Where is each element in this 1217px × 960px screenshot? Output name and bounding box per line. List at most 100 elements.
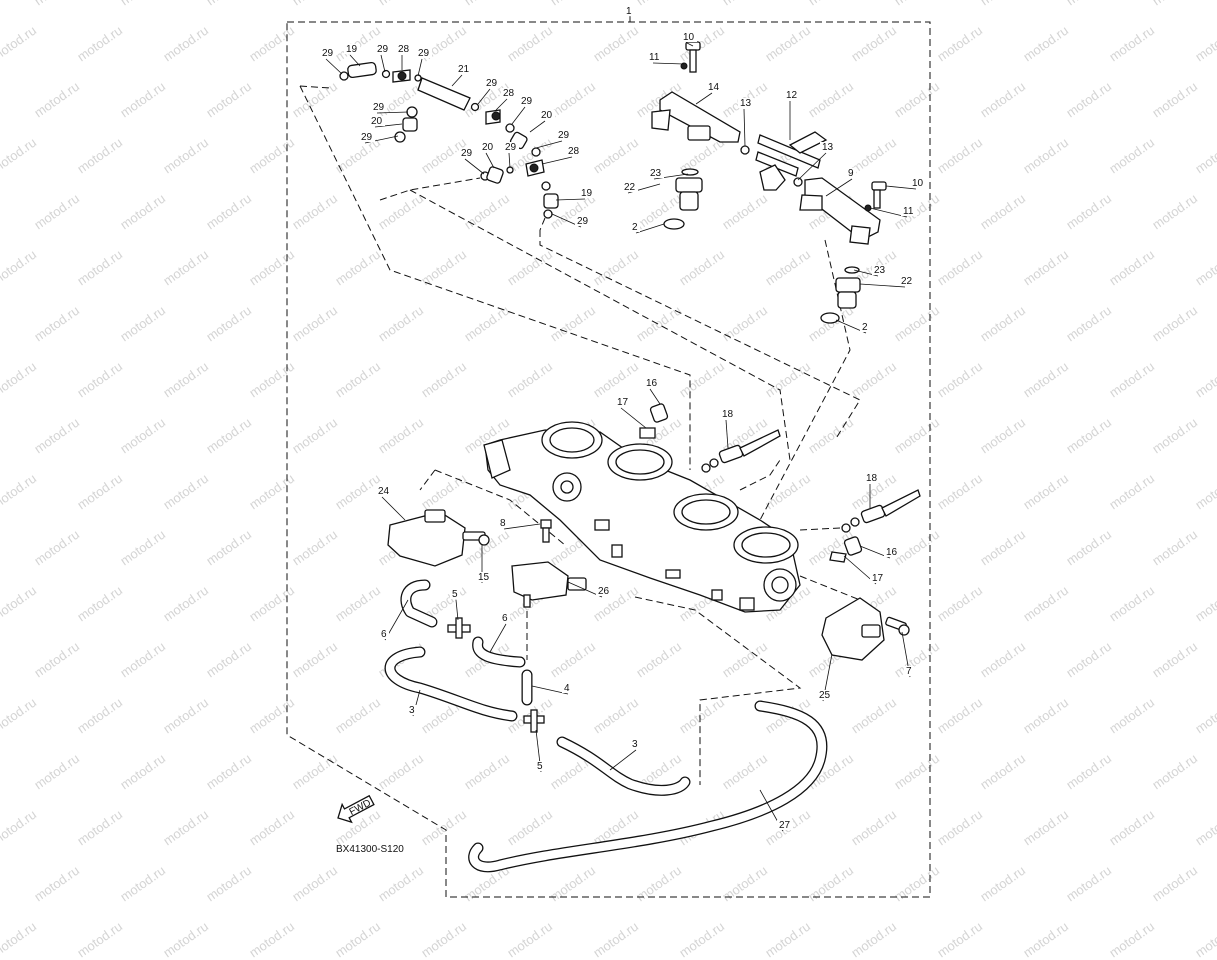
callout-number: 9 <box>848 168 854 179</box>
watermark: motod.ru <box>331 918 383 960</box>
callout-number: 3 <box>409 705 415 716</box>
callout-bg <box>566 146 582 156</box>
exploded-parts-diagram: FWD BX41300-S120 12919292829212928292029… <box>286 6 931 898</box>
callout-leader <box>797 152 827 181</box>
callout-number: 11 <box>903 206 914 217</box>
callout-10: 10 <box>885 178 926 190</box>
callout-number: 29 <box>486 78 498 89</box>
callout-bg <box>379 629 389 639</box>
callout-number: 6 <box>381 629 387 640</box>
callout-bg <box>870 573 886 583</box>
callout-number: 2 <box>862 322 868 333</box>
callout-leader <box>464 158 485 175</box>
callout-9: 9 <box>825 168 856 197</box>
callout-13: 13 <box>797 142 836 181</box>
callout-6: 6 <box>489 613 510 653</box>
callout-bg <box>681 32 697 42</box>
callout-13: 13 <box>738 98 754 147</box>
callout-number: 26 <box>598 586 610 597</box>
sensors <box>387 403 921 661</box>
callout-bg <box>860 322 870 332</box>
watermark: motod.ru <box>761 918 813 960</box>
callout-number: 14 <box>708 82 720 93</box>
callout-number: 4 <box>564 683 570 694</box>
routing-lines <box>299 85 861 785</box>
callout-bg <box>376 486 392 496</box>
callout-bg <box>519 96 535 106</box>
callout-leader <box>649 388 661 405</box>
callout-bg <box>846 168 856 178</box>
callout-leader <box>374 123 403 128</box>
callout-leader <box>695 92 713 105</box>
callout-number: 18 <box>722 409 734 420</box>
callout-bg <box>720 409 736 419</box>
watermark: motod.ru <box>847 918 899 960</box>
callout-8: 8 <box>498 518 541 530</box>
callout-leader <box>652 62 685 65</box>
callout-leader <box>885 185 917 190</box>
callout-5: 5 <box>535 729 545 773</box>
callout-29: 29 <box>477 78 500 105</box>
callout-bg <box>901 206 917 216</box>
callout-bg <box>359 132 375 142</box>
callout-29: 29 <box>459 148 485 175</box>
callout-22: 22 <box>859 276 915 288</box>
callout-bg <box>476 572 492 582</box>
callout-bg <box>706 82 722 92</box>
callout-leader <box>620 407 647 429</box>
callout-number: 19 <box>346 44 358 55</box>
callout-18: 18 <box>720 409 736 449</box>
callout-leader <box>529 120 546 133</box>
callout-19: 19 <box>555 188 595 201</box>
callout-bg <box>500 613 510 623</box>
callout-bg <box>503 142 519 152</box>
throttle-body <box>483 421 801 613</box>
fwd-arrow: FWD <box>337 794 375 824</box>
callout-28: 28 <box>396 44 412 70</box>
callout-bg <box>648 168 664 178</box>
callout-number: 28 <box>398 44 410 55</box>
callout-29: 29 <box>375 44 391 73</box>
callout-number: 15 <box>478 572 490 583</box>
callout-number: 24 <box>378 486 390 497</box>
callout-leader <box>376 111 409 114</box>
callout-number: 29 <box>521 96 533 107</box>
callout-24: 24 <box>376 486 406 521</box>
callout-number: 20 <box>482 142 494 153</box>
callout-bg <box>820 142 836 152</box>
callout-leader <box>859 283 906 288</box>
callout-bg <box>562 683 572 693</box>
callout-number: 10 <box>683 32 695 43</box>
callout-23: 23 <box>853 265 888 277</box>
callout-number: 29 <box>558 130 570 141</box>
callout-number: 13 <box>822 142 834 153</box>
callout-bg <box>899 276 915 286</box>
callout-number: 12 <box>786 90 798 101</box>
watermark: motod.ru <box>933 918 985 960</box>
callout-number: 29 <box>418 48 430 59</box>
callout-21: 21 <box>451 64 472 87</box>
fuel-rails <box>651 41 887 324</box>
callout-leader <box>380 54 386 73</box>
callout-bg <box>579 188 595 198</box>
callout-bg <box>407 705 417 715</box>
watermark: motod.ru <box>159 918 211 960</box>
callout-number: 25 <box>819 690 831 701</box>
callout-number: 20 <box>371 116 383 127</box>
callout-number: 20 <box>541 110 553 121</box>
callout-29: 29 <box>371 102 409 114</box>
callout-bg <box>644 378 660 388</box>
watermark: motod.ru <box>675 918 727 960</box>
hose-group <box>384 579 828 873</box>
callout-26: 26 <box>567 581 612 598</box>
callout-leader <box>489 623 507 653</box>
callout-number: 29 <box>377 44 389 55</box>
callout-number: 29 <box>505 142 517 153</box>
callout-bg <box>369 116 385 126</box>
callout-19: 19 <box>344 44 361 67</box>
callout-leader <box>555 198 586 201</box>
callout-number: 1 <box>626 6 632 17</box>
watermark: motod.ru <box>589 918 641 960</box>
callout-leader <box>349 54 361 67</box>
